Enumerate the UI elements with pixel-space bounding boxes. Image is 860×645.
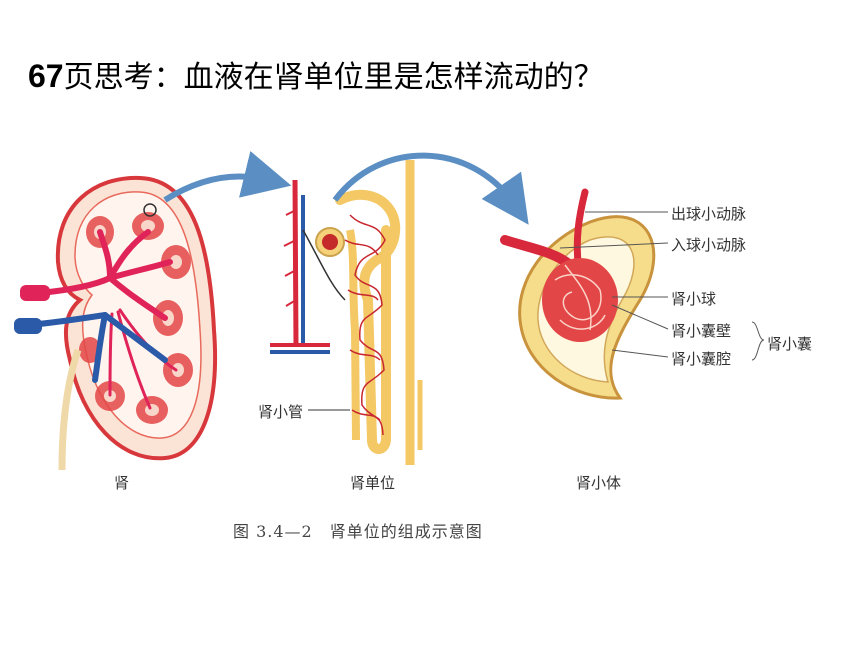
kidney-illustration bbox=[14, 175, 217, 471]
label-renal-capsule: 肾小囊 bbox=[767, 335, 813, 353]
question-text: 页思考：血液在肾单位里是怎样流动的？ bbox=[63, 60, 604, 95]
arrow-nephron-to-corpuscle bbox=[332, 152, 529, 225]
label-glomerulus: 肾小球 bbox=[671, 290, 717, 308]
label-renal-tubule: 肾小管 bbox=[258, 403, 304, 421]
label-kidney: 肾 bbox=[114, 474, 130, 492]
nephron-illustration bbox=[270, 160, 423, 465]
label-capsule-cavity: 肾小囊腔 bbox=[671, 350, 732, 368]
label-capsule-wall: 肾小囊壁 bbox=[671, 322, 732, 340]
label-efferent-arteriole: 出球小动脉 bbox=[671, 205, 747, 223]
label-nephron: 肾单位 bbox=[350, 474, 396, 492]
label-afferent-arteriole: 入球小动脉 bbox=[671, 236, 747, 254]
figure-caption: 图 3.4—2 肾单位的组成示意图 bbox=[233, 522, 483, 541]
arrow-kidney-to-nephron bbox=[163, 151, 292, 203]
label-renal-corpuscle: 肾小体 bbox=[576, 474, 622, 492]
page-number: 67 bbox=[28, 58, 64, 94]
question-title: 67页思考：血液在肾单位里是怎样流动的？ bbox=[28, 52, 604, 96]
renal-corpuscle-illustration bbox=[500, 188, 765, 400]
